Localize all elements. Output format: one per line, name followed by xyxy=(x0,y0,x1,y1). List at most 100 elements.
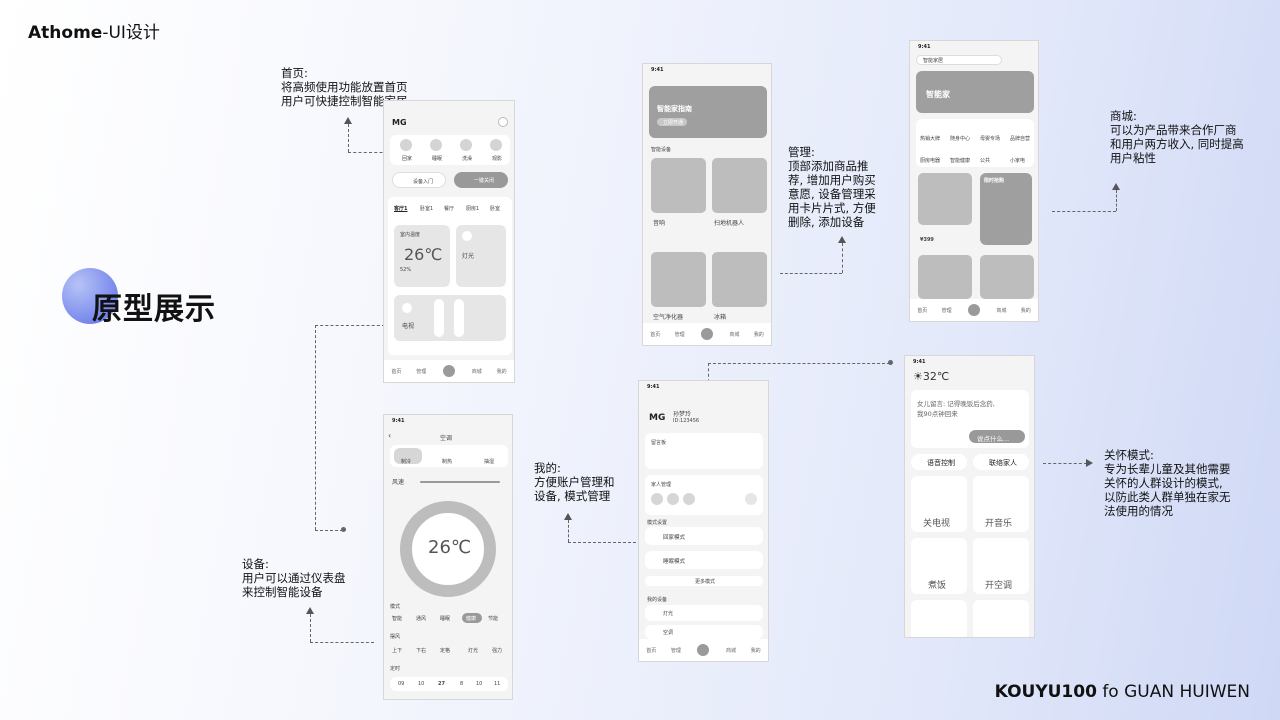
tab-home[interactable]: 首页 xyxy=(650,331,661,338)
temp-value: 32℃ xyxy=(922,370,950,383)
tab-home[interactable]: 首页 xyxy=(917,307,928,314)
device-card-image[interactable] xyxy=(651,158,706,213)
swing-option[interactable]: 灯光 xyxy=(468,648,479,654)
category-label[interactable]: 厨房电器 xyxy=(920,158,941,164)
product-image[interactable] xyxy=(980,255,1034,299)
category-label[interactable]: 公共 xyxy=(980,158,991,164)
tab-mine[interactable]: 我的 xyxy=(1020,307,1031,314)
dry-mode-button[interactable]: 抽湿 xyxy=(484,459,495,465)
device-row[interactable]: 灯光 xyxy=(645,605,763,621)
tab-home[interactable]: 首页 xyxy=(391,368,402,375)
avatar[interactable]: MG xyxy=(649,413,666,423)
tab-mall[interactable]: 商城 xyxy=(729,331,740,338)
mode-option[interactable]: 通风 xyxy=(416,616,427,622)
promo-banner[interactable]: 智能家指南 立即开通 xyxy=(649,86,767,138)
voice-fab-icon[interactable] xyxy=(695,642,712,658)
banner-button[interactable]: 立即开通 xyxy=(657,118,687,126)
light-card[interactable]: 灯光 xyxy=(456,225,506,287)
mode-row[interactable]: 回家模式 xyxy=(645,527,763,545)
device-row[interactable]: 空调 xyxy=(645,625,763,639)
family-avatar[interactable] xyxy=(651,493,663,505)
tab-mall[interactable]: 商城 xyxy=(996,307,1007,314)
tv-card[interactable]: 电视 xyxy=(394,295,506,341)
mode-row[interactable]: 睡眠模式 xyxy=(645,551,763,569)
care-tile[interactable] xyxy=(911,600,967,637)
add-family-icon[interactable] xyxy=(745,493,757,505)
temperature-card[interactable]: 室内温度 26℃ 52% xyxy=(394,225,450,287)
category-label[interactable]: 品牌自营 xyxy=(1010,136,1031,142)
voice-fab-icon[interactable] xyxy=(698,326,715,342)
tab-manage[interactable]: 管理 xyxy=(941,307,952,314)
channel-slider[interactable] xyxy=(454,299,464,337)
cool-mode-button[interactable]: 制冷 xyxy=(394,448,422,465)
more-modes-button[interactable]: 更多模式 xyxy=(645,576,763,586)
sleep-mode-icon[interactable] xyxy=(430,139,442,151)
reply-button[interactable]: 说点什么... xyxy=(969,430,1025,443)
mall-banner[interactable]: 智能家 xyxy=(916,71,1034,113)
contact-family-button[interactable]: 联络家人 xyxy=(973,454,1029,470)
swing-option[interactable]: 下右 xyxy=(416,648,427,654)
note-mine-title: 我的: xyxy=(534,461,561,475)
tab-mall[interactable]: 商城 xyxy=(726,647,737,654)
back-chevron-icon[interactable]: ‹ xyxy=(388,431,392,440)
mode-option[interactable]: 节能 xyxy=(488,616,499,622)
connector-line xyxy=(842,243,843,273)
movie-mode-icon[interactable] xyxy=(490,139,502,151)
care-tile[interactable]: 煮饭 xyxy=(911,538,967,594)
mode-option[interactable]: 睡眠 xyxy=(440,616,451,622)
message-board-label: 留言板 xyxy=(651,440,667,446)
category-label[interactable]: 智能健康 xyxy=(950,158,971,164)
family-avatar[interactable] xyxy=(667,493,679,505)
heat-mode-button[interactable]: 制热 xyxy=(442,459,453,465)
device-entry-button[interactable]: 设备入门 xyxy=(392,172,446,188)
product-image[interactable] xyxy=(918,255,972,299)
product-image[interactable] xyxy=(918,173,972,225)
family-label: 家人管理 xyxy=(651,482,672,488)
voice-control-button[interactable]: 语音控制 xyxy=(911,454,967,470)
tab-room[interactable]: 卧室1 xyxy=(420,206,434,212)
category-label[interactable]: 小家电 xyxy=(1010,158,1026,164)
device-card-image[interactable] xyxy=(712,252,767,307)
tab-room[interactable]: 厨房1 xyxy=(466,206,480,212)
message-board[interactable]: 留言板 xyxy=(645,433,763,469)
tab-mine[interactable]: 我的 xyxy=(750,647,761,654)
category-label[interactable]: 母婴专场 xyxy=(980,136,1001,142)
category-label[interactable]: 随身中心 xyxy=(950,136,971,142)
voice-fab-icon[interactable] xyxy=(440,363,457,379)
care-tile[interactable]: 开音乐 xyxy=(973,476,1029,532)
bath-mode-icon[interactable] xyxy=(460,139,472,151)
tab-room[interactable]: 客厅1 xyxy=(394,206,408,212)
device-card-image[interactable] xyxy=(712,158,767,213)
swing-option[interactable]: 上下 xyxy=(392,648,403,654)
tab-mine[interactable]: 我的 xyxy=(496,368,507,375)
swing-option[interactable]: 定格 xyxy=(440,648,451,654)
tab-manage[interactable]: 管理 xyxy=(416,368,427,375)
tab-room[interactable]: 卧室 xyxy=(490,206,501,212)
mode-option-selected[interactable]: 健康 xyxy=(462,613,482,623)
care-tile[interactable]: 关电视 xyxy=(911,476,967,532)
tab-mine[interactable]: 我的 xyxy=(753,331,764,338)
mall-search-input[interactable]: 智能家居 xyxy=(916,55,1002,65)
user-name: 孙梦玲 xyxy=(673,411,692,418)
flash-sale-card[interactable]: 限时抢购 xyxy=(980,173,1032,245)
care-tile[interactable]: 开空调 xyxy=(973,538,1029,594)
care-tile[interactable] xyxy=(973,600,1029,637)
tab-manage[interactable]: 管理 xyxy=(670,647,681,654)
category-label[interactable]: 热销大牌 xyxy=(920,136,941,142)
tab-home[interactable]: 首页 xyxy=(646,647,657,654)
device-card-image[interactable] xyxy=(651,252,706,307)
tab-room[interactable]: 餐厅 xyxy=(444,206,455,212)
swing-option[interactable]: 强力 xyxy=(492,648,503,654)
add-icon[interactable] xyxy=(498,117,508,127)
timer-picker[interactable]: 09 10 27 8 10 11 xyxy=(390,677,508,691)
home-mode-icon[interactable] xyxy=(400,139,412,151)
note-mine-line: 设备, 模式管理 xyxy=(534,489,611,503)
one-key-off-button[interactable]: 一键关闭 xyxy=(454,172,508,188)
volume-slider[interactable] xyxy=(434,299,444,337)
tab-manage[interactable]: 管理 xyxy=(674,331,685,338)
wind-speed-slider[interactable] xyxy=(420,481,500,483)
family-avatar[interactable] xyxy=(683,493,695,505)
voice-fab-icon[interactable] xyxy=(965,302,982,318)
tab-mall[interactable]: 商城 xyxy=(471,368,482,375)
mode-option[interactable]: 智能 xyxy=(392,616,403,622)
